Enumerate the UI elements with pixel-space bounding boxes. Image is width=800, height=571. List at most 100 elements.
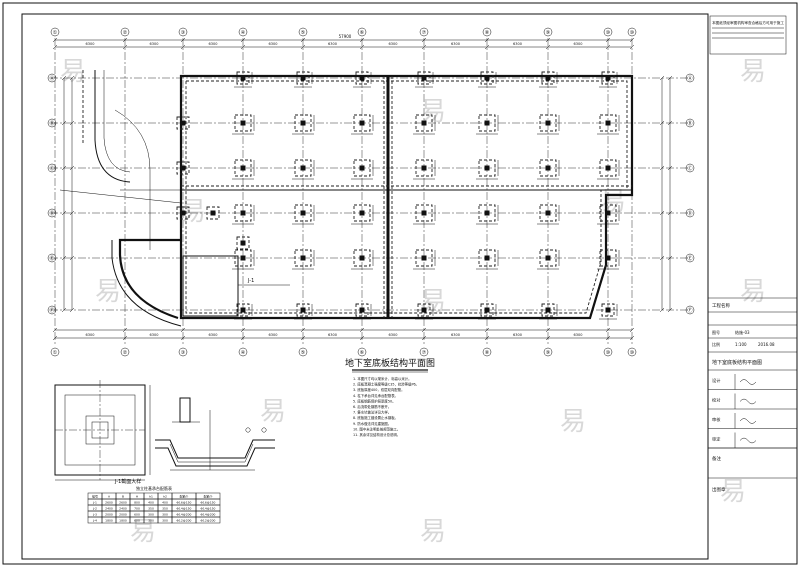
grid-label-top: ⑦ [422,30,427,36]
footing-outline [353,159,371,177]
footing-outline [599,249,617,267]
table-header: A [108,494,111,498]
bay-dimension: 6300 [86,42,95,46]
dimension-tick [69,75,75,81]
footing-outline [355,303,369,317]
grid-bubble [47,73,57,83]
column [484,307,490,313]
column [421,307,427,313]
dimension-tick [484,327,490,333]
grid-bubble [482,27,492,37]
grid-label-left: Ⓓ [49,210,54,217]
grid-label-left: Ⓒ [49,165,54,172]
dimension-tick [180,335,186,341]
grid-bubble [47,305,57,315]
footing-outline [236,303,250,317]
table-header: 配筋① [180,493,189,498]
column [545,165,551,171]
column [359,255,365,261]
dimension-tick [240,37,246,43]
dimension-tick [52,335,58,341]
column [545,255,551,261]
table-value: 300 [148,518,154,522]
footing-outline [478,204,496,222]
grid-bubble [47,163,57,173]
column [300,75,306,81]
column [300,210,306,216]
column [300,165,306,171]
bay-dimension: 6300 [269,333,278,337]
dimension-tick [667,307,673,313]
footing-outline [478,159,496,177]
grid-label-left: Ⓔ [687,255,692,262]
footing-outline [599,204,617,222]
footing-outline [294,249,312,267]
dimension-tick [421,37,427,43]
table-value: 300 [148,512,154,516]
grid-label-left: Ⓔ [49,255,54,262]
footing-outline [234,204,252,222]
dimension-tick [667,120,673,126]
dimension-tick [52,44,58,50]
footing-outline [234,159,252,177]
drawing-no-label: 图号 [712,329,720,335]
title-block-header-note: 本图纸须经审图机构审查合格后方可用于施工 [712,20,784,25]
dimension-tick [300,37,306,43]
column [300,255,306,261]
grid-bubble [627,347,637,357]
overall-dimension: 57900 [339,34,352,39]
column [484,120,490,126]
footing-outline [355,71,369,85]
dimension-tick [52,327,58,333]
dimension-tick [421,335,427,341]
grid-label-top: ⑧ [485,30,490,36]
bay-dimension: 6300 [389,333,398,337]
grid-bubble [47,208,57,218]
footing-outline [541,71,555,85]
column [605,75,611,81]
column [359,120,365,126]
dimension-tick [359,327,365,333]
footing-outline [176,116,190,130]
grid-bubble [685,253,695,263]
bay-dimension: 6300 [86,333,95,337]
footing-outline [601,303,615,317]
footing-detail-section [155,397,275,471]
drawing-no: 结施-03 [735,329,750,335]
footing-outline [415,114,433,132]
column [484,210,490,216]
dimension-tick [240,44,246,50]
dimension-tick [300,44,306,50]
column [421,120,427,126]
dimension-tick [545,37,551,43]
watermark-glyph: 易 [130,517,156,547]
dimension-tick [69,255,75,261]
column [605,165,611,171]
grid-bubble [238,27,248,37]
footing-outline [296,303,310,317]
table-value: Φ14@150 [201,506,216,510]
grid-bubble [419,347,429,357]
dimension-tick [122,335,128,341]
table-value: 400 [162,500,168,504]
column [210,210,216,216]
footing-outline [480,303,494,317]
table-value: 700 [134,506,140,510]
project-label: 工程名称 [712,302,730,309]
dimension-tick [659,255,665,261]
column [180,120,186,126]
bay-dimension: 6300 [513,42,522,46]
dimension-tick [545,335,551,341]
watermark-glyph: 易 [600,187,626,217]
grid-bubble [178,347,188,357]
grid-label-left: Ⓑ [49,120,54,127]
grid-label-top: ⑩ [630,30,635,36]
dimension-tick [61,165,67,171]
column [240,165,246,171]
table-header: B [122,494,124,498]
signature [739,437,757,444]
date-value: 2016.08 [758,342,775,347]
note-line: 2. 底板混凝土强度等级C35，抗渗等级P6。 [353,382,419,387]
column [484,75,490,81]
